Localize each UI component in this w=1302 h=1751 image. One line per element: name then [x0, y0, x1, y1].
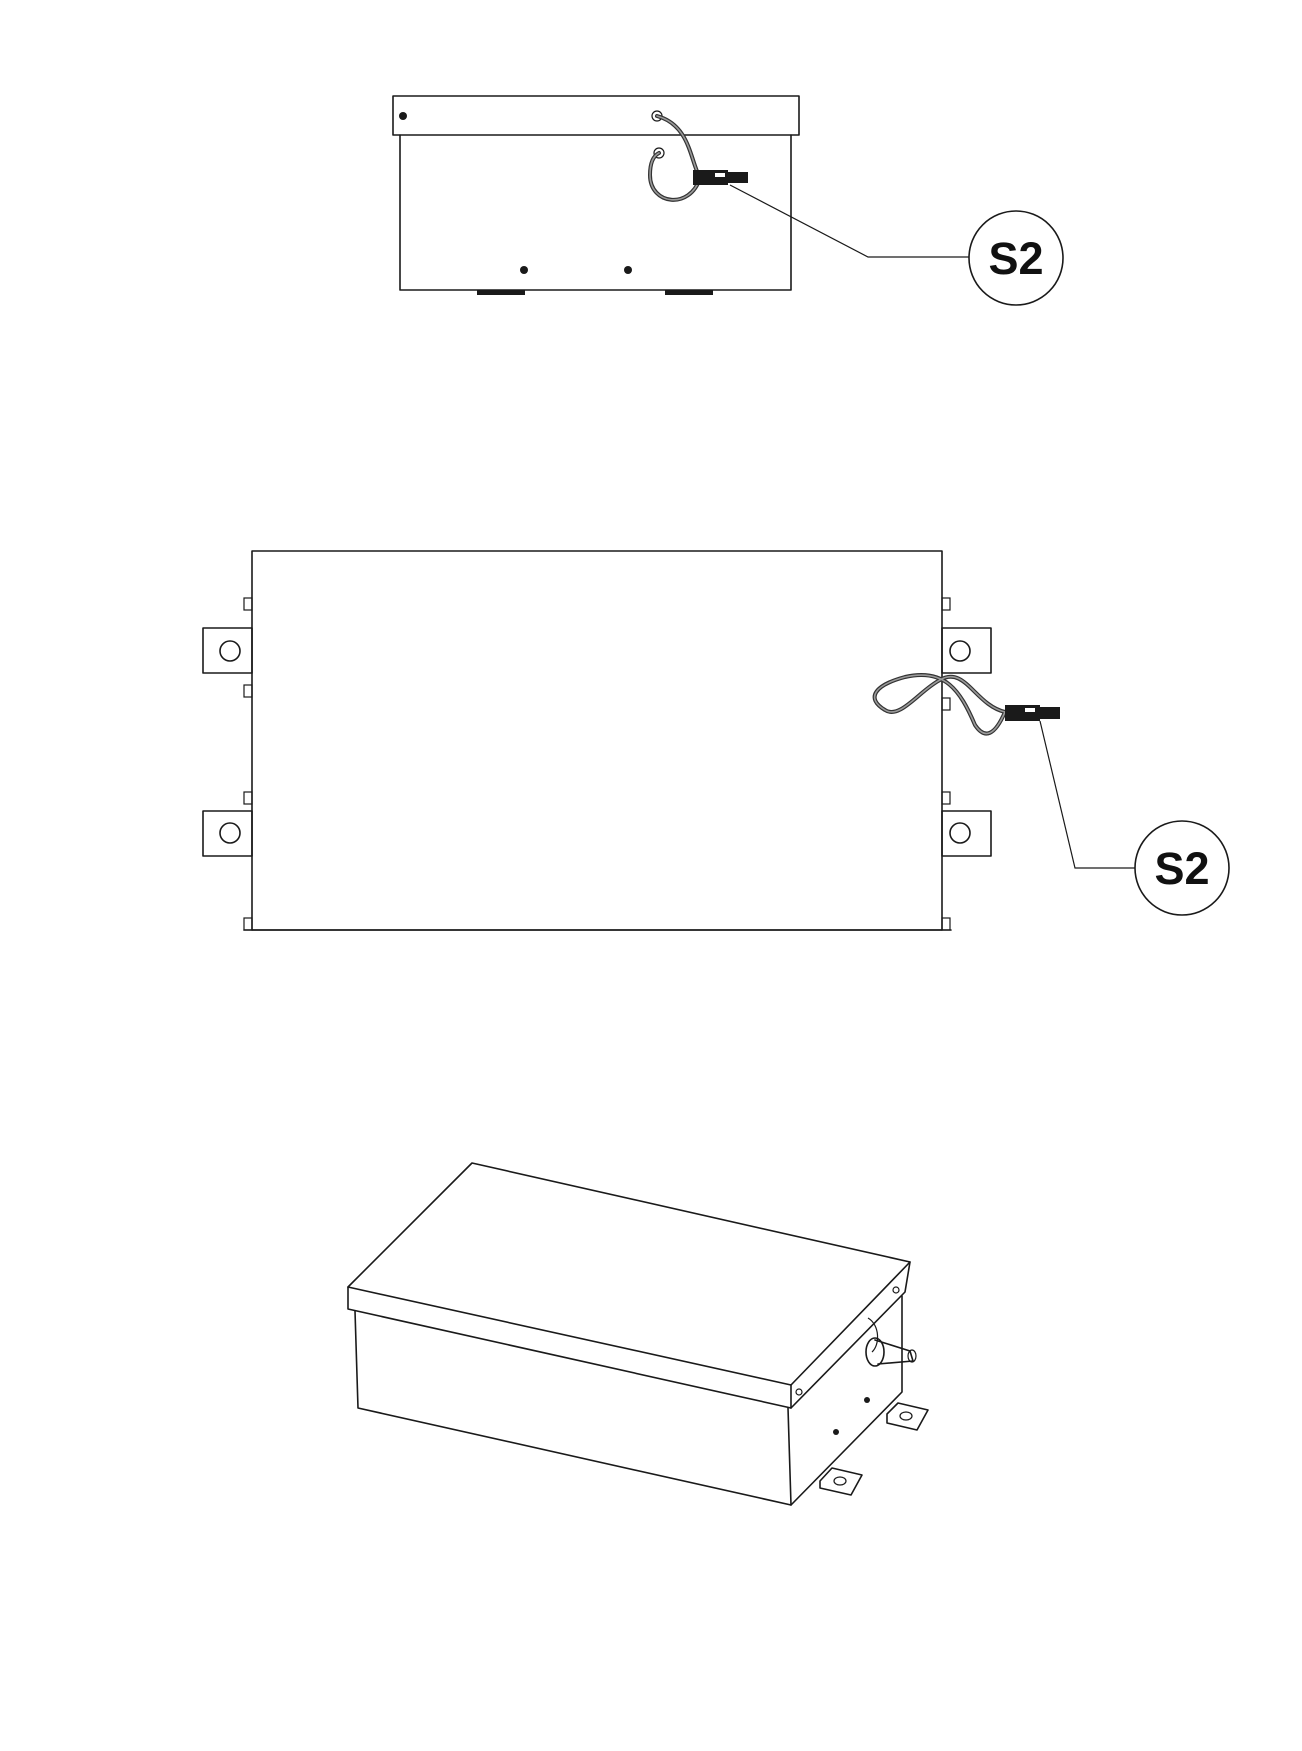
- top-view-callout-label: S2: [1154, 843, 1209, 894]
- side-view-leader-line: [729, 184, 970, 258]
- side-view-foot-left: [477, 290, 525, 295]
- top-view: S2: [202, 550, 1230, 931]
- isometric-cable-gland: [865, 1337, 885, 1367]
- isometric-lid-front-band: [347, 1286, 792, 1409]
- side-view-plug: [693, 170, 728, 185]
- side-view-body-grommet: [653, 147, 665, 159]
- isometric-body-front: [354, 1310, 792, 1506]
- side-view: S2: [392, 95, 1064, 306]
- side-view-bottom-screw-1: [520, 266, 528, 274]
- top-view-mounting-ear-top-left: [202, 627, 253, 674]
- isometric-lid-side-band: [790, 1261, 911, 1409]
- isometric-mounting-tab-left: [819, 1467, 863, 1496]
- isometric-mounting-tab-right: [886, 1402, 929, 1431]
- top-view-cable: [872, 673, 1007, 736]
- top-view-leader-line: [1039, 720, 1135, 869]
- side-view-foot-right: [665, 290, 713, 295]
- top-view-mounting-ear-bottom-right: [941, 810, 992, 857]
- isometric-connector: [874, 1339, 914, 1365]
- top-view-plug: [1005, 705, 1040, 721]
- isometric-body-side: [790, 1295, 903, 1506]
- side-view-lid-screw: [399, 112, 407, 120]
- side-view-callout-bubble: [968, 210, 1064, 306]
- isometric-lid-top: [347, 1162, 911, 1386]
- side-view-bottom-screw-2: [624, 266, 632, 274]
- top-view-mounting-ear-top-right: [941, 627, 992, 674]
- side-view-body: [399, 134, 792, 291]
- top-view-lid: [251, 550, 943, 931]
- top-view-mounting-ear-bottom-left: [202, 810, 253, 857]
- isometric-view: [347, 1162, 929, 1506]
- side-view-callout-label: S2: [988, 233, 1043, 284]
- side-view-lid: [392, 95, 800, 136]
- top-view-callout-bubble: [1134, 820, 1230, 916]
